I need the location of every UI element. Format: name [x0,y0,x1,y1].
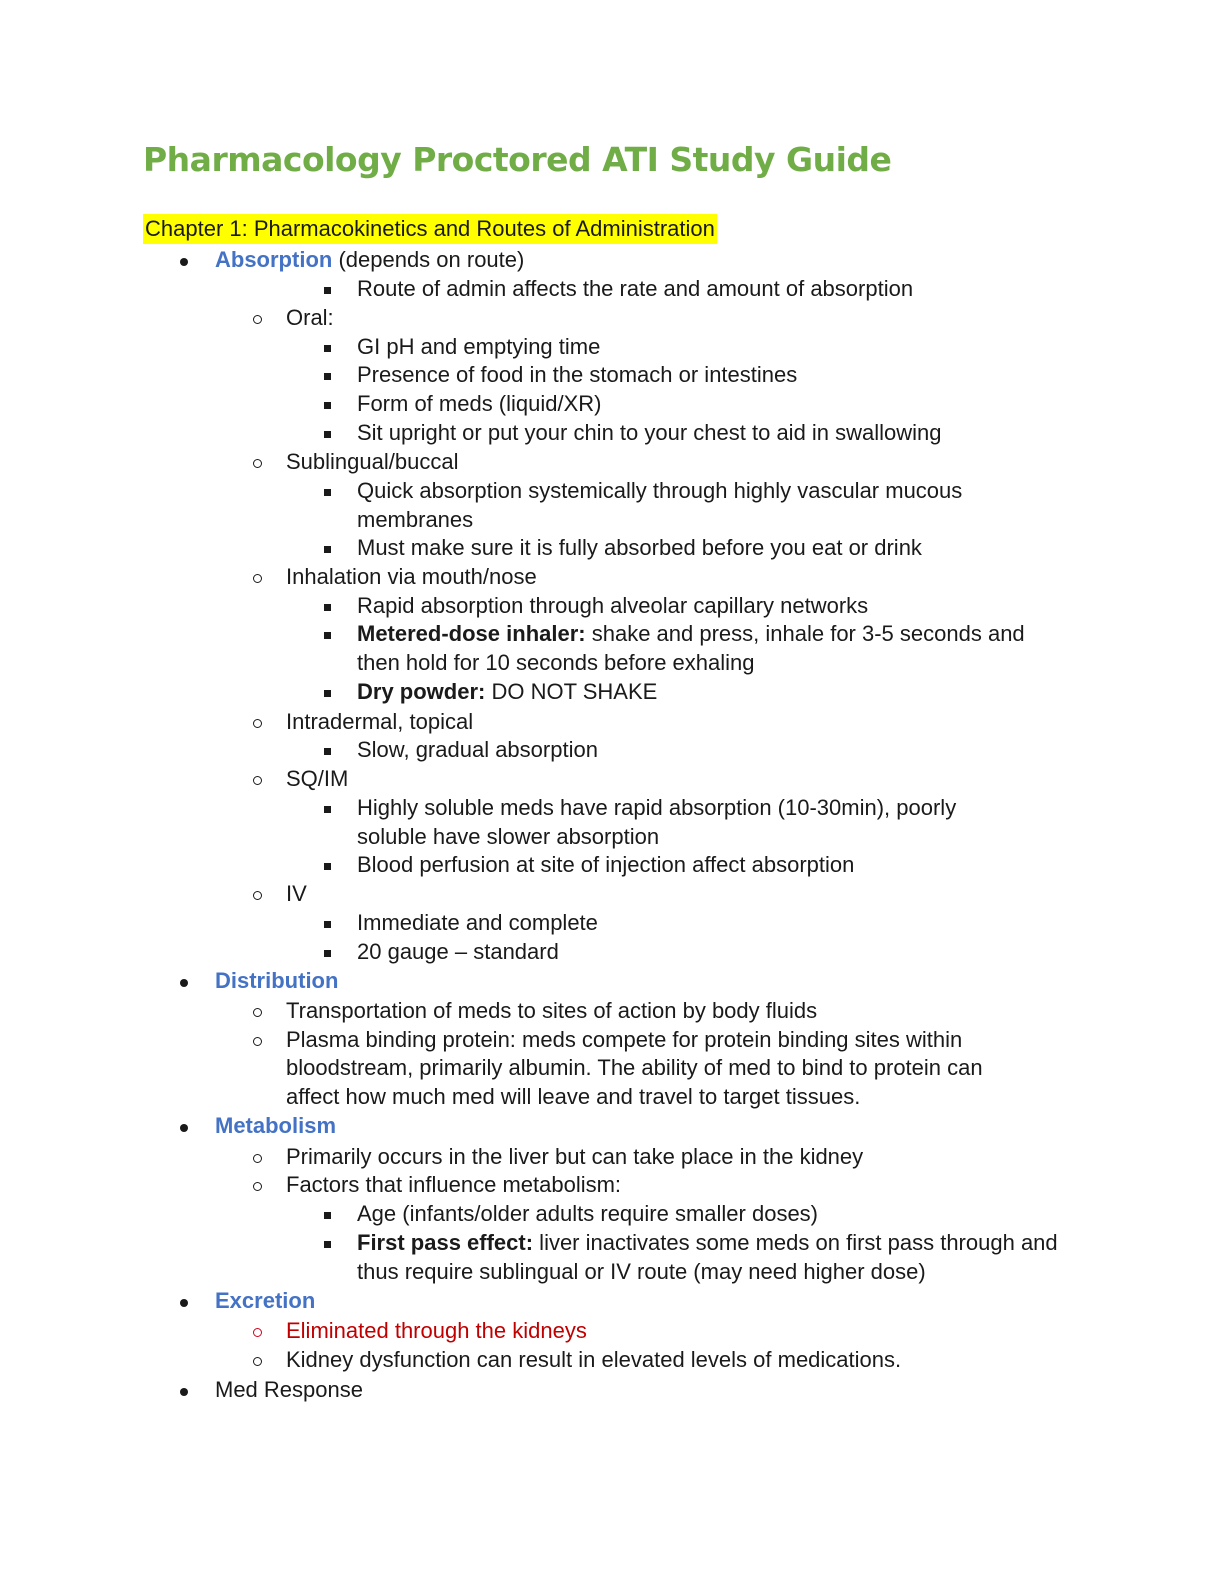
bullet-square [324,921,331,928]
bullet-circle [253,1328,262,1337]
bullet-square [324,373,331,380]
list-item: Transportation of meds to sites of actio… [286,998,818,1023]
list-item-continued: soluble have slower absorption [357,824,660,849]
list-item-continued: affect how much med will leave and trave… [286,1084,861,1109]
subheading-inhalation: Inhalation via mouth/nose [286,564,537,589]
bullet-circle [253,315,262,324]
metabolism-heading: Metabolism [215,1113,337,1138]
list-item: Highly soluble meds have rapid absorptio… [357,795,957,820]
document-title: Pharmacology Proctored ATI Study Guide [143,140,892,179]
list-item: Sit upright or put your chin to your che… [357,420,942,445]
list-item: Age (infants/older adults require smalle… [357,1201,819,1226]
bullet-square [324,489,331,496]
excretion-heading: Excretion [215,1288,316,1313]
subheading-oral: Oral: [286,305,334,330]
bullet-circle [253,1357,262,1366]
list-item: First pass effect: liver inactivates som… [357,1228,1058,1257]
list-item: Route of admin affects the rate and amou… [357,276,914,301]
bullet-square [324,1241,331,1248]
bullet-square [324,806,331,813]
bullet-circle [253,459,262,468]
bullet-dot [180,258,188,266]
subheading-intradermal: Intradermal, topical [286,709,474,734]
chapter-heading: Chapter 1: Pharmacokinetics and Routes o… [143,214,717,244]
list-item: Must make sure it is fully absorbed befo… [357,535,922,560]
term-text: shake and press, inhale for 3-5 seconds … [585,621,1025,646]
bullet-circle [253,1182,262,1191]
bold-term: First pass effect: [357,1230,534,1255]
list-item: Metered-dose inhaler: shake and press, i… [357,619,1025,648]
absorption-heading: Absorption [215,247,333,272]
list-item-continued: membranes [357,507,474,532]
list-item: Presence of food in the stomach or intes… [357,362,798,387]
absorption-note: (depends on route) [332,247,525,272]
bullet-square [324,748,331,755]
bullet-circle [253,719,262,728]
subheading-sqim: SQ/IM [286,766,349,791]
bullet-square [324,604,331,611]
med-response-item: Med Response [215,1377,363,1402]
list-item-continued: bloodstream, primarily albumin. The abil… [286,1055,983,1080]
list-item: Quick absorption systemically through hi… [357,478,963,503]
list-item: Rapid absorption through alveolar capill… [357,593,869,618]
bullet-circle [253,574,262,583]
bold-term: Dry powder: [357,679,486,704]
bullet-dot [180,1299,188,1307]
list-item: 20 gauge – standard [357,939,559,964]
bullet-square [324,431,331,438]
bullet-dot [180,1124,188,1132]
bullet-square [324,863,331,870]
distribution-heading: Distribution [215,968,339,993]
bullet-square [324,950,331,957]
list-item-continued: then hold for 10 seconds before exhaling [357,650,755,675]
list-item: Factors that influence metabolism: [286,1172,622,1197]
list-item: Blood perfusion at site of injection aff… [357,852,855,877]
bullet-circle [253,1154,262,1163]
bullet-circle [253,891,262,900]
list-item-continued: thus require sublingual or IV route (may… [357,1259,926,1284]
absorption-line: Absorption (depends on route) [215,245,524,274]
list-item: Plasma binding protein: meds compete for… [286,1027,963,1052]
bullet-square [324,546,331,553]
term-text: DO NOT SHAKE [485,679,658,704]
list-item: Slow, gradual absorption [357,737,598,762]
bullet-square [324,632,331,639]
list-item: Primarily occurs in the liver but can ta… [286,1144,864,1169]
bullet-square [324,287,331,294]
subheading-iv: IV [286,881,307,906]
bullet-circle [253,1037,262,1046]
list-item-highlighted: Eliminated through the kidneys [286,1318,587,1343]
bullet-dot [180,1388,188,1396]
bullet-square [324,345,331,352]
list-item: Form of meds (liquid/XR) [357,391,602,416]
bullet-circle [253,776,262,785]
bullet-square [324,402,331,409]
bullet-circle [253,1008,262,1017]
list-item: Kidney dysfunction can result in elevate… [286,1347,902,1372]
bullet-dot [180,979,188,987]
term-text: liver inactivates some meds on first pas… [533,1230,1058,1255]
subheading-sublingual: Sublingual/buccal [286,449,459,474]
list-item: GI pH and emptying time [357,334,601,359]
bullet-square [324,690,331,697]
list-item: Immediate and complete [357,910,598,935]
list-item: Dry powder: DO NOT SHAKE [357,677,657,706]
bullet-square [324,1212,331,1219]
bold-term: Metered-dose inhaler: [357,621,586,646]
